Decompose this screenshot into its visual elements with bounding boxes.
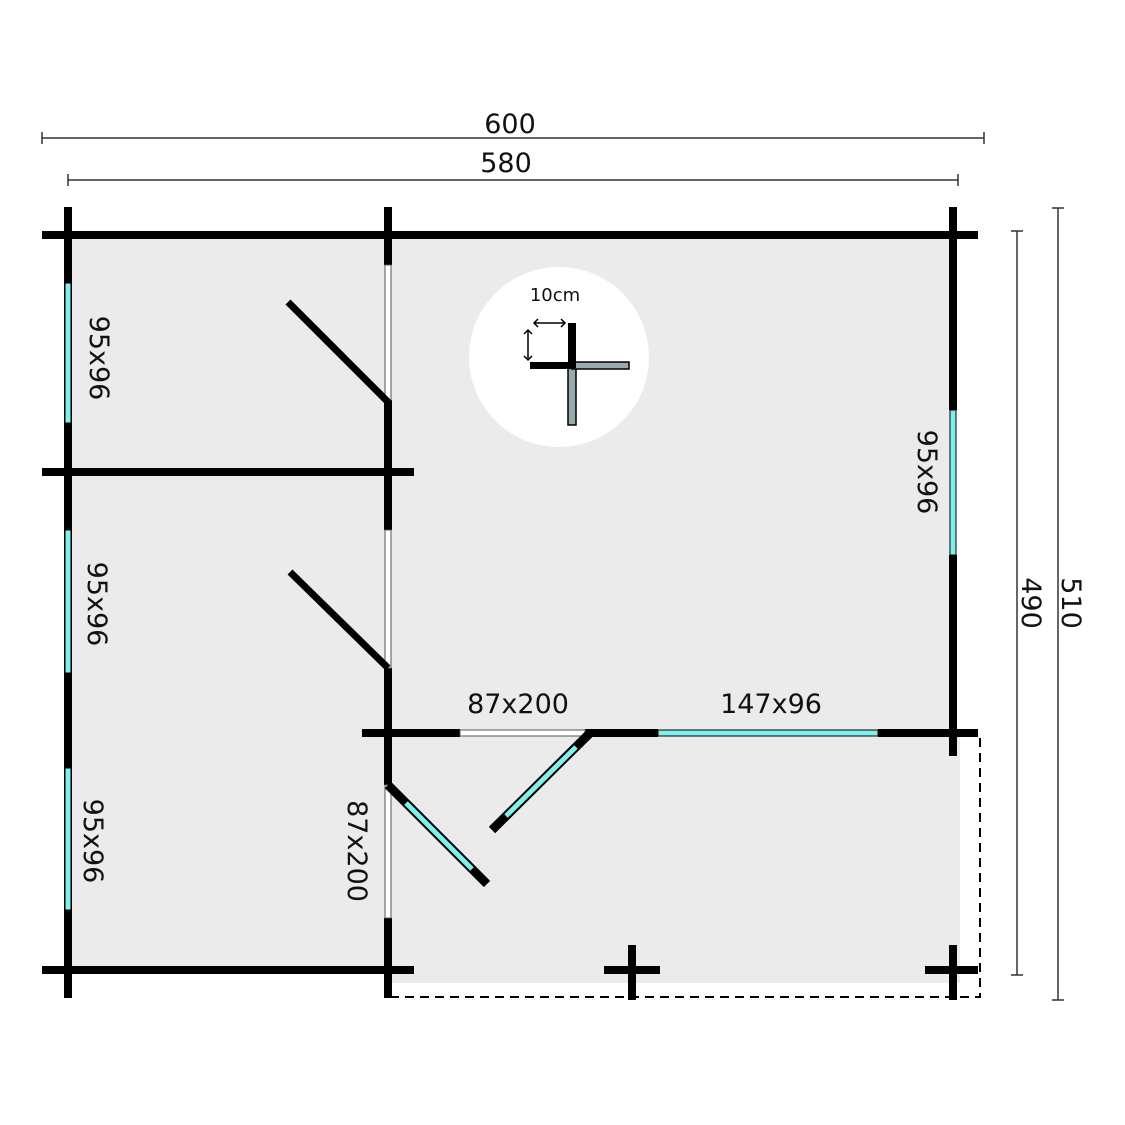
door-leaf-left-top	[285, 299, 391, 405]
dimension-arrows-icon	[523, 318, 567, 362]
dim-label-600: 600	[484, 109, 536, 140]
window-left-bottom	[64, 767, 72, 911]
wall-thickness-label: 10cm	[530, 285, 580, 306]
door-label-side: 87x200	[341, 800, 372, 902]
window-left-top	[64, 282, 72, 424]
window-label-left-middle: 95x96	[81, 562, 112, 647]
dim-label-580: 580	[480, 148, 532, 179]
door-opening-side	[384, 784, 392, 919]
room-left-bottom-floor	[68, 472, 388, 970]
porch-floor	[388, 733, 960, 983]
window-front	[657, 729, 879, 737]
dimension-lines	[41, 132, 1064, 1001]
dim-label-510: 510	[1055, 577, 1086, 629]
door-opening-left-bottom	[384, 529, 392, 669]
door-label-front: 87x200	[467, 689, 569, 720]
door-leaves	[285, 299, 391, 671]
wall-detail-inset: 10cm	[469, 267, 649, 447]
window-label-front: 147x96	[720, 689, 822, 720]
window-right	[949, 409, 957, 556]
room-main-floor	[388, 235, 953, 733]
door-opening-front	[459, 729, 586, 737]
windows	[64, 282, 957, 911]
window-label-left-top: 95x96	[83, 316, 114, 401]
window-left-middle	[64, 529, 72, 674]
window-label-right: 95x96	[911, 430, 942, 515]
door-opening-left-top	[384, 264, 392, 401]
door-leaf-left-bottom	[287, 569, 391, 671]
glazed-door-side	[384, 781, 491, 888]
window-label-left-bottom: 95x96	[77, 799, 108, 884]
glazed-door-front	[488, 729, 594, 834]
dim-label-490: 490	[1015, 577, 1046, 629]
